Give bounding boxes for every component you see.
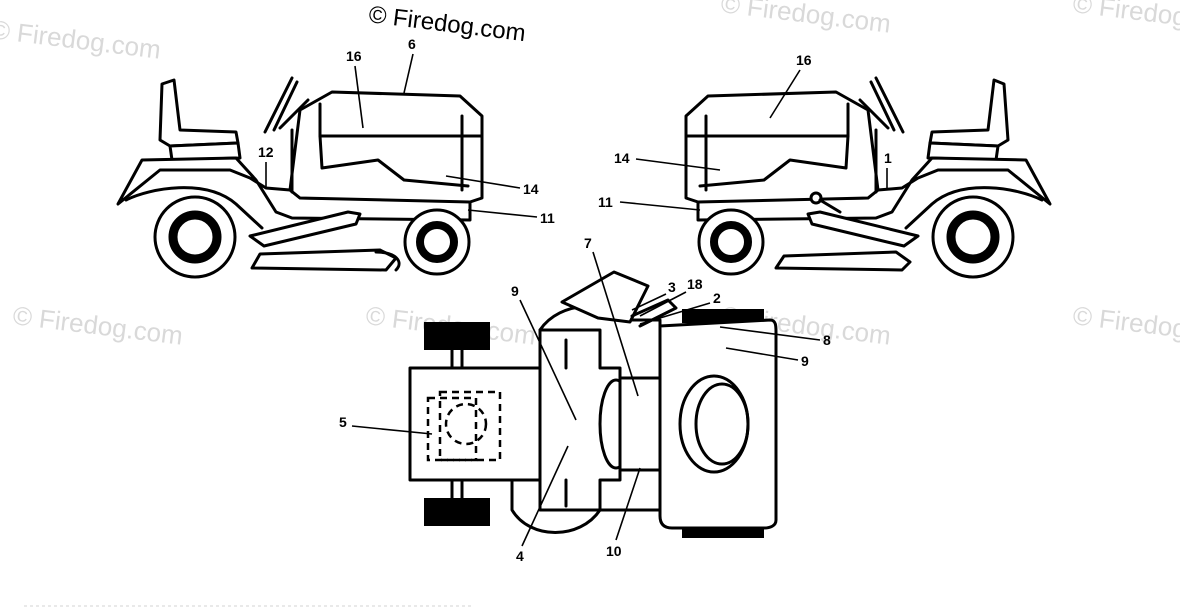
- rear-wheel: [153, 195, 237, 279]
- seat-base: [926, 141, 1000, 162]
- leader-9: [519, 299, 577, 421]
- hood-grille-line: [318, 134, 470, 188]
- foot-pedal: [806, 210, 920, 248]
- leader-11: [619, 201, 701, 211]
- watermark: © Firedog.com: [719, 0, 892, 39]
- seat-base: [168, 141, 242, 162]
- callout-14: 14: [614, 150, 630, 166]
- rear-tire-bottom: [424, 498, 490, 526]
- callout-7: 7: [584, 235, 592, 251]
- rear-tire-top: [424, 322, 490, 350]
- callout-16: 16: [796, 52, 812, 68]
- callout-9-hood: 9: [801, 353, 809, 369]
- callout-2: 2: [713, 290, 721, 306]
- steering-shaft: [858, 98, 890, 130]
- leader-14: [635, 158, 721, 171]
- callout-1: 1: [884, 150, 892, 166]
- leader-16: [769, 69, 801, 119]
- steering-wheel: [263, 76, 294, 134]
- fuel-tank-outline-dashed: [438, 390, 502, 462]
- tractor-left-side-view: 16 6 12 14 11: [116, 36, 555, 279]
- front-wheel-hub: [710, 221, 752, 263]
- discharge-chute: [560, 270, 650, 324]
- dash-plate: [618, 376, 662, 472]
- steering-shaft: [278, 98, 310, 130]
- copyright-credit: © Firedog.com: [367, 1, 527, 47]
- rear-wheel: [931, 195, 1015, 279]
- callout-18: 18: [687, 276, 703, 292]
- watermark: © Firedog.com: [11, 300, 184, 351]
- leader-18: [639, 291, 687, 317]
- leader-14: [445, 175, 521, 189]
- rear-wheel-hub: [168, 210, 222, 264]
- foot-pedal: [248, 210, 362, 248]
- leader-9-hood: [725, 347, 799, 361]
- steering-wheel: [874, 76, 905, 134]
- steering-column: [272, 80, 299, 132]
- callout-4: 4: [516, 548, 524, 564]
- leader-6: [403, 53, 414, 94]
- leader-5: [351, 425, 433, 435]
- callout-12: 12: [258, 144, 274, 160]
- hood-top: [658, 318, 778, 530]
- watermark: © Firedog.com: [1071, 0, 1180, 39]
- leader-2: [639, 302, 711, 325]
- watermark: © Firedog.com: [1071, 300, 1180, 351]
- hood-grille-line: [698, 134, 850, 188]
- chute-hinge: [630, 298, 678, 328]
- leader-10: [615, 467, 641, 541]
- callout-3: 3: [668, 279, 676, 295]
- leader-11: [467, 209, 538, 218]
- front-wheel: [403, 208, 471, 276]
- leader-8: [719, 326, 821, 341]
- seat-back: [928, 78, 1010, 148]
- tractor-right-side-view: 16 14 1 11: [598, 52, 1052, 279]
- hood: [288, 90, 484, 204]
- hood-grille-inner: [694, 382, 750, 466]
- fender-inner: [124, 186, 264, 230]
- steering-column: [869, 80, 896, 132]
- leader-16: [354, 65, 364, 129]
- throttle-knob: [809, 191, 823, 205]
- rear-wheel-hub: [946, 210, 1000, 264]
- callout-5: 5: [339, 414, 347, 430]
- watermark: © Firedog.com: [0, 14, 163, 65]
- callout-16: 16: [346, 48, 362, 64]
- leader-7: [592, 251, 639, 397]
- front-wheel: [697, 208, 765, 276]
- front-wheel-hub: [416, 221, 458, 263]
- callout-11: 11: [540, 210, 555, 226]
- leader-3: [631, 293, 667, 311]
- callout-11: 11: [598, 194, 613, 210]
- callout-8: 8: [823, 332, 831, 348]
- fender-inner: [904, 186, 1044, 230]
- tractor-top-view: 7 3 18 2 9 8 9 5 4 10: [339, 235, 831, 564]
- throttle-lever: [818, 198, 842, 214]
- front-tire-top: [682, 309, 764, 323]
- deck-chute: [374, 250, 401, 272]
- mower-deck: [774, 250, 912, 272]
- mower-deck: [250, 248, 398, 272]
- callout-6: 6: [408, 36, 416, 52]
- seat-back: [158, 78, 240, 148]
- callout-9: 9: [511, 283, 519, 299]
- leader-4: [521, 445, 569, 547]
- callout-10: 10: [606, 543, 622, 559]
- fuel-cap-dashed: [444, 402, 488, 446]
- callout-14: 14: [523, 181, 539, 197]
- seat-outline-dashed: [426, 396, 478, 462]
